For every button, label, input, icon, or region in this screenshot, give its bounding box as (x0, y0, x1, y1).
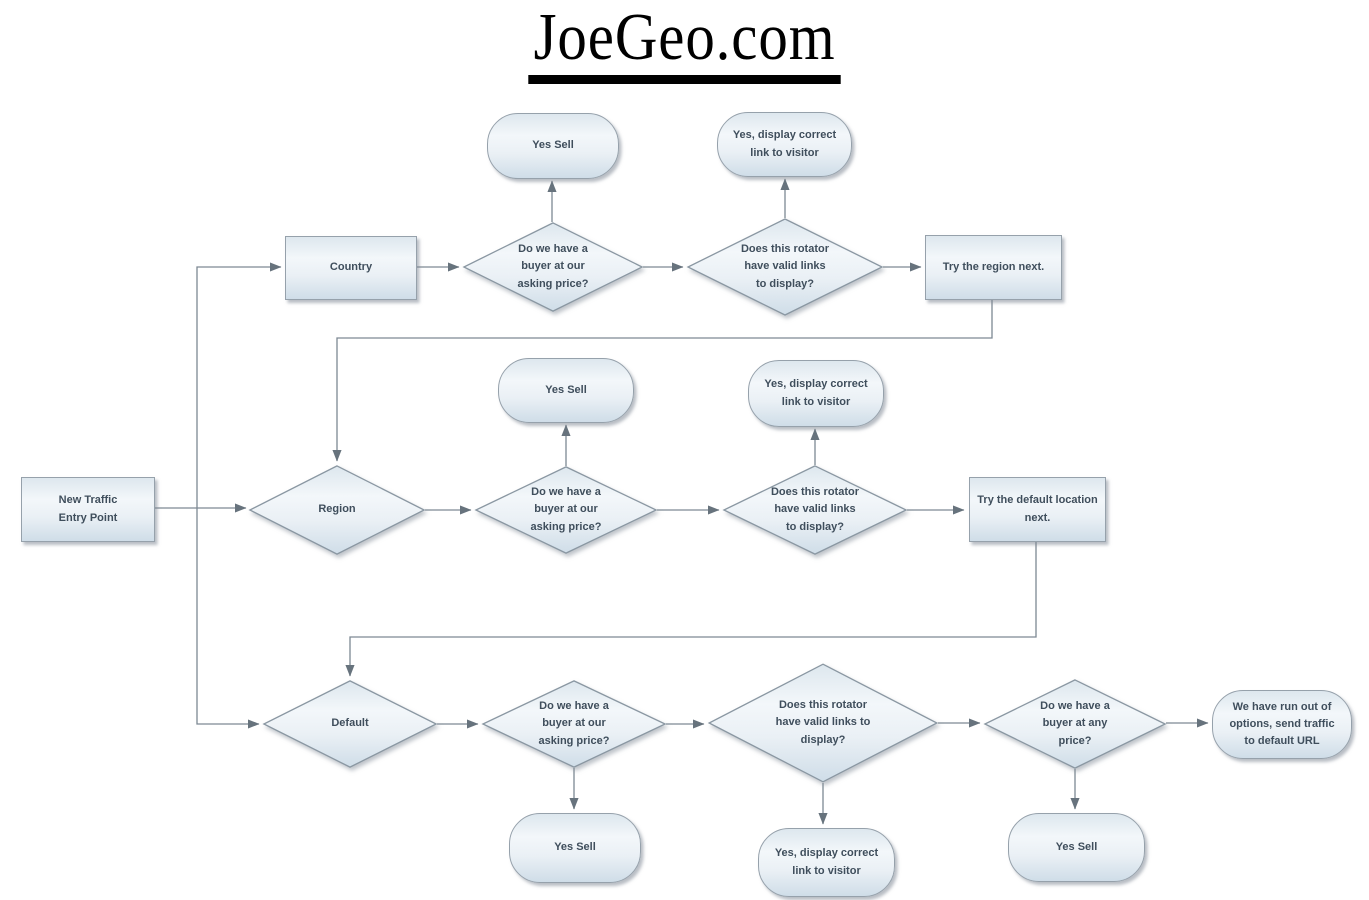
node-yes-display-link-default-label: Yes, display correct link to visitor (774, 847, 879, 877)
node-yes-display-link-country-label: Yes, display correct link to visitor (732, 129, 837, 159)
connector-trydefault-default (345, 540, 1037, 677)
node-yes-sell-region-label: Yes Sell (545, 383, 587, 396)
node-buyer-any-price: Do we have a buyer at any price? (984, 679, 1166, 769)
node-country: Country (285, 236, 417, 300)
node-region-decision-label: Region (318, 503, 356, 516)
node-rotator-valid-links-region-label: Does this rotator have valid links to di… (770, 486, 859, 533)
diamond-shape (463, 222, 643, 312)
node-buyer-asking-price-default-label: Do we have a buyer at our asking price? (538, 700, 610, 747)
node-buyer-asking-price-region-label: Do we have a buyer at our asking price? (530, 486, 602, 533)
diamond-shape (249, 465, 425, 555)
diamond-shape (475, 466, 657, 554)
node-buyer-asking-price-country-label: Do we have a buyer at our asking price? (517, 243, 589, 290)
node-try-default-location-next: Try the default location next. (969, 477, 1106, 542)
node-yes-display-link-region: Yes, display correct link to visitor (748, 360, 884, 427)
node-buyer-asking-price-country: Do we have a buyer at our asking price? (463, 222, 643, 312)
diamond-shape (263, 680, 437, 768)
diamond-shape (723, 465, 907, 555)
node-new-traffic-entry-point: New Traffic Entry Point (21, 477, 155, 542)
node-buyer-asking-price-region: Do we have a buyer at our asking price? (475, 466, 657, 554)
connector-newtraffic-country (196, 262, 282, 508)
diamond-shape (482, 680, 666, 768)
node-yes-sell-any-price-label: Yes Sell (1055, 840, 1098, 853)
node-run-out-of-options-label: We have run out of options, send traffic… (1229, 700, 1335, 748)
connector-tryregion-region (332, 298, 993, 462)
site-title: JoeGeo.com (528, 2, 841, 85)
node-rotator-valid-links-region: Does this rotator have valid links to di… (723, 465, 907, 555)
connector-newtraffic-default (196, 508, 260, 729)
diamond-shape (687, 218, 883, 316)
diamond-shape (984, 679, 1166, 769)
node-yes-sell-region: Yes Sell (498, 358, 634, 423)
node-try-default-location-next-label: Try the default location next. (977, 494, 1098, 524)
node-country-label: Country (329, 261, 373, 274)
node-try-region-next-label: Try the region next. (942, 260, 1045, 273)
node-yes-sell-default-label: Yes Sell (554, 841, 596, 854)
node-yes-sell-default: Yes Sell (509, 813, 641, 883)
node-buyer-asking-price-default: Do we have a buyer at our asking price? (482, 680, 666, 768)
node-rotator-valid-links-default: Does this rotator have valid links to di… (708, 663, 938, 783)
node-yes-display-link-region-label: Yes, display correct link to visitor (764, 378, 868, 408)
node-region-decision: Region (249, 465, 425, 555)
node-yes-sell-country-label: Yes Sell (532, 139, 574, 152)
node-run-out-of-options: We have run out of options, send traffic… (1212, 690, 1352, 759)
node-yes-sell-country: Yes Sell (487, 113, 619, 179)
title-area: JoeGeo.com (0, 2, 1369, 85)
node-yes-display-link-default: Yes, display correct link to visitor (758, 828, 895, 897)
node-buyer-any-price-label: Do we have a buyer at any price? (1040, 700, 1110, 747)
node-new-traffic-entry-point-label: New Traffic Entry Point (58, 494, 118, 524)
node-yes-display-link-country: Yes, display correct link to visitor (717, 112, 852, 177)
diamond-shape (708, 663, 938, 783)
node-yes-sell-any-price: Yes Sell (1008, 813, 1145, 882)
node-rotator-valid-links-country: Does this rotator have valid links to di… (687, 218, 883, 316)
node-rotator-valid-links-default-label: Does this rotator have valid links to di… (775, 699, 871, 746)
node-default-decision-label: Default (331, 717, 369, 730)
node-rotator-valid-links-country-label: Does this rotator have valid links to di… (740, 243, 829, 290)
node-try-region-next: Try the region next. (925, 235, 1062, 300)
node-default-decision: Default (263, 680, 437, 768)
